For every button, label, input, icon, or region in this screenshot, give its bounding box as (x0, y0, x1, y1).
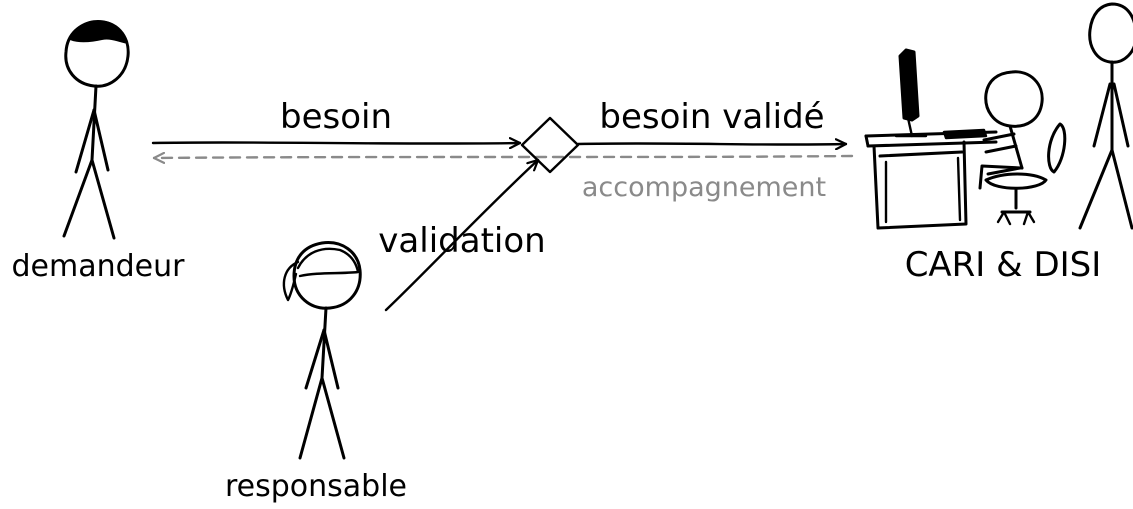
need-label: besoin (280, 97, 392, 137)
standing-person-head (1088, 2, 1133, 64)
chair-icon (1047, 122, 1067, 174)
support-back-label: accompagnement (582, 172, 826, 203)
support-back-arrow (152, 156, 854, 158)
validated-need-label: besoin validé (599, 97, 824, 137)
support-label: CARI & DISI (905, 245, 1102, 285)
manager-ponytail (282, 260, 300, 302)
requester-figure (62, 20, 130, 240)
requester-label: demandeur (12, 249, 186, 284)
validation-diamond (520, 116, 580, 174)
seated-person-head (984, 70, 1044, 128)
requester-hair (70, 20, 128, 44)
manager-label: responsable (225, 469, 407, 504)
manager-hair (296, 247, 360, 278)
manager-figure (282, 241, 362, 460)
support-team-illustration (864, 2, 1133, 230)
validation-label: validation (378, 221, 545, 261)
desk (864, 130, 998, 138)
validation-arrow (384, 160, 538, 312)
validated-need-arrow (576, 143, 848, 144)
monitor-icon (898, 48, 920, 122)
need-arrow (151, 142, 522, 143)
